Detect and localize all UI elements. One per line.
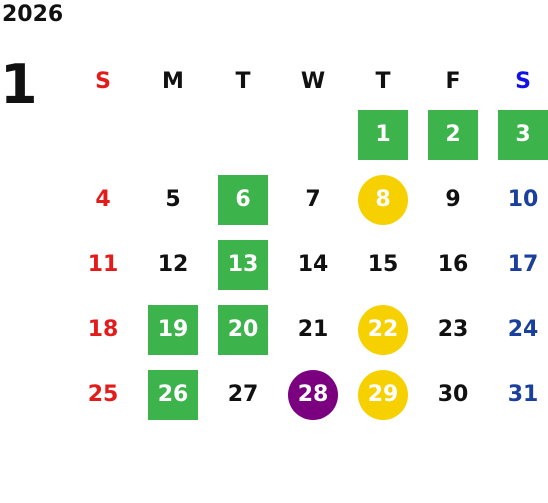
day-cell[interactable]: 1 <box>348 102 418 167</box>
day-cell[interactable]: 6 <box>208 167 278 232</box>
day-number: 27 <box>227 381 259 407</box>
day-number: 29 <box>358 369 408 420</box>
day-cell[interactable]: 5 <box>138 167 208 232</box>
weekday-header: T <box>235 68 251 94</box>
day-cell[interactable]: 15 <box>348 232 418 297</box>
weekday-header: M <box>162 68 184 94</box>
day-cell[interactable]: 27 <box>208 362 278 427</box>
day-number: 18 <box>87 316 119 342</box>
calendar-year: 2026 <box>2 2 64 27</box>
day-cell[interactable]: 4 <box>68 167 138 232</box>
day-cell[interactable]: 10 <box>488 167 548 232</box>
day-number: 14 <box>297 251 329 277</box>
day-cell[interactable]: 14 <box>278 232 348 297</box>
day-number: 20 <box>218 304 268 355</box>
day-cell[interactable]: 3 <box>488 102 548 167</box>
day-cell[interactable]: 17 <box>488 232 548 297</box>
weekday-header: S <box>515 68 531 94</box>
empty-day-cell <box>278 102 348 167</box>
day-cell[interactable]: 29 <box>348 362 418 427</box>
day-cell[interactable]: 16 <box>418 232 488 297</box>
day-cell[interactable]: 30 <box>418 362 488 427</box>
day-number: 23 <box>437 316 469 342</box>
day-number: 21 <box>297 316 329 342</box>
empty-day-cell <box>138 102 208 167</box>
day-number: 2 <box>428 109 478 160</box>
empty-day-cell <box>208 102 278 167</box>
day-number: 3 <box>498 109 548 160</box>
day-cell[interactable]: 24 <box>488 297 548 362</box>
day-number: 28 <box>288 369 338 420</box>
day-cell[interactable]: 12 <box>138 232 208 297</box>
day-number: 8 <box>358 174 408 225</box>
day-number: 5 <box>165 186 181 212</box>
day-cell[interactable]: 21 <box>278 297 348 362</box>
day-cell[interactable]: 7 <box>278 167 348 232</box>
day-number: 1 <box>358 109 408 160</box>
day-number: 25 <box>87 381 119 407</box>
day-number: 6 <box>218 174 268 225</box>
day-number: 10 <box>507 186 539 212</box>
day-cell[interactable]: 22 <box>348 297 418 362</box>
day-number: 22 <box>358 304 408 355</box>
day-cell[interactable]: 9 <box>418 167 488 232</box>
day-number: 13 <box>218 239 268 290</box>
day-number: 31 <box>507 381 539 407</box>
day-cell[interactable]: 11 <box>68 232 138 297</box>
day-cell[interactable]: 2 <box>418 102 488 167</box>
day-number: 30 <box>437 381 469 407</box>
day-number: 26 <box>148 369 198 420</box>
day-number: 17 <box>507 251 539 277</box>
calendar-month: 1 <box>0 53 38 116</box>
day-cell[interactable]: 26 <box>138 362 208 427</box>
day-number: 15 <box>367 251 399 277</box>
empty-day-cell <box>68 102 138 167</box>
day-cell[interactable]: 8 <box>348 167 418 232</box>
day-cell[interactable]: 28 <box>278 362 348 427</box>
weekday-header: W <box>300 68 326 94</box>
day-cell[interactable]: 20 <box>208 297 278 362</box>
day-cell[interactable]: 23 <box>418 297 488 362</box>
weekday-header: S <box>95 68 111 94</box>
weekday-header: F <box>445 68 461 94</box>
day-number: 24 <box>507 316 539 342</box>
day-number: 19 <box>148 304 198 355</box>
day-number: 11 <box>87 251 119 277</box>
day-cell[interactable]: 18 <box>68 297 138 362</box>
day-cell[interactable]: 13 <box>208 232 278 297</box>
day-cell[interactable]: 31 <box>488 362 548 427</box>
weekday-header: T <box>375 68 391 94</box>
day-number: 9 <box>445 186 461 212</box>
day-number: 12 <box>157 251 189 277</box>
day-number: 16 <box>437 251 469 277</box>
day-cell[interactable]: 25 <box>68 362 138 427</box>
day-number: 7 <box>305 186 321 212</box>
day-cell[interactable]: 19 <box>138 297 208 362</box>
day-number: 4 <box>95 186 111 212</box>
